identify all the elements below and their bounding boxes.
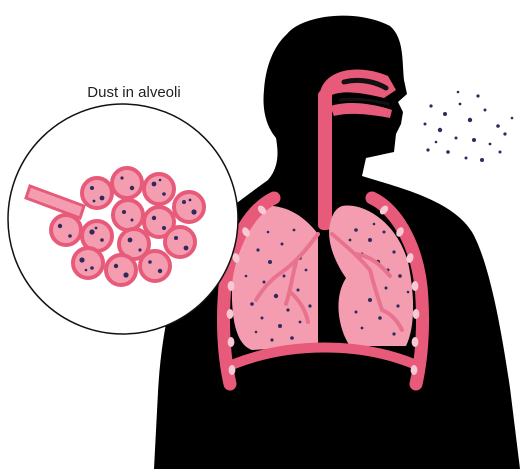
dust-particles-air [424,91,514,162]
caption-dust-in-alveoli: Dust in alveoli [54,84,214,101]
trachea [318,90,332,230]
alveoli-magnifier [8,104,238,334]
